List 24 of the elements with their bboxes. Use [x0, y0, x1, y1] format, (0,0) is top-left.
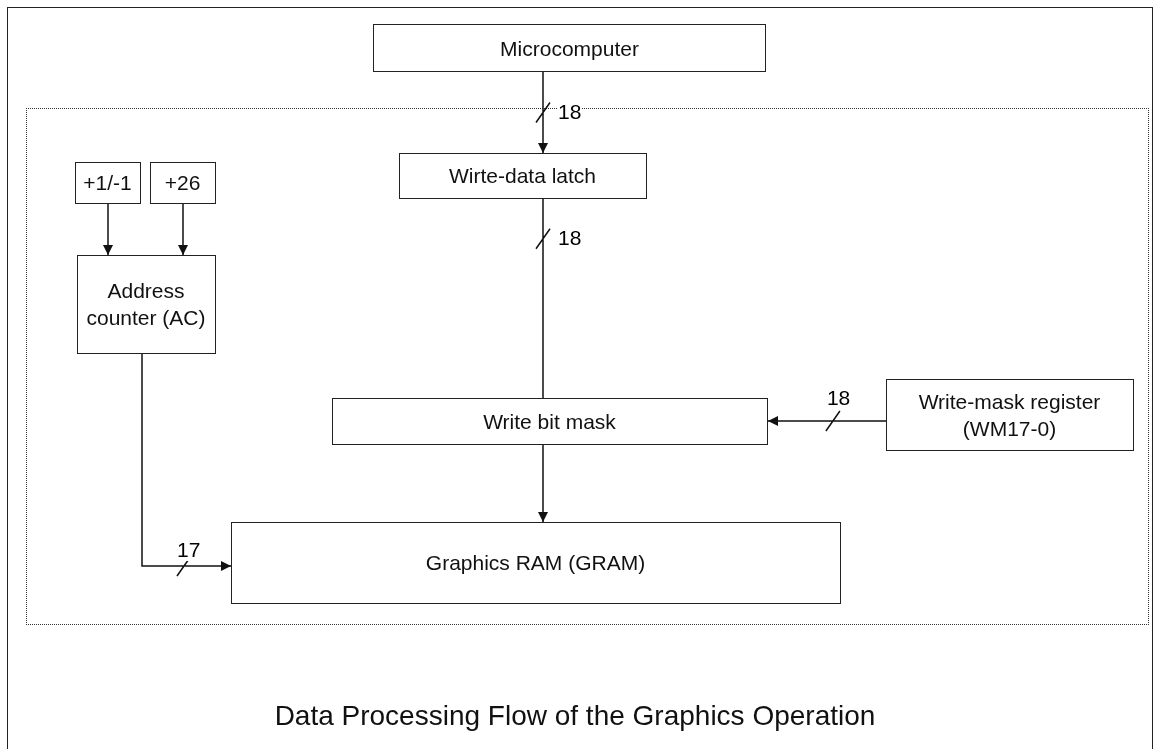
block-box	[230, 521, 841, 604]
block-box	[398, 152, 647, 199]
block-label: Address counter (AC)	[85, 278, 207, 331]
block-box	[885, 378, 1134, 451]
bus-arrow	[535, 71, 551, 154]
block-box	[331, 397, 768, 445]
bus-arrow	[178, 203, 188, 256]
caption: Data Processing Flow of the Graphics Operation	[273, 700, 877, 732]
block-box	[373, 24, 766, 72]
block-box	[149, 161, 216, 204]
bus-arrow	[535, 198, 551, 399]
block-label: Microcomputer	[499, 35, 640, 62]
block-label: Write bit mask	[482, 408, 617, 435]
bus-arrow	[141, 353, 232, 577]
block-label: Write-mask register (WM17-0)	[917, 388, 1102, 442]
block-label: Wirte-data latch	[447, 163, 598, 189]
bus-arrow	[538, 444, 548, 523]
bus-arrow	[767, 410, 887, 432]
block-label: +1/-1	[82, 170, 133, 196]
bus-arrow	[103, 203, 113, 256]
block-label: +26	[163, 170, 202, 196]
block-box	[76, 254, 216, 354]
block-box	[74, 161, 141, 204]
block-label: Graphics RAM (GRAM)	[424, 550, 647, 576]
